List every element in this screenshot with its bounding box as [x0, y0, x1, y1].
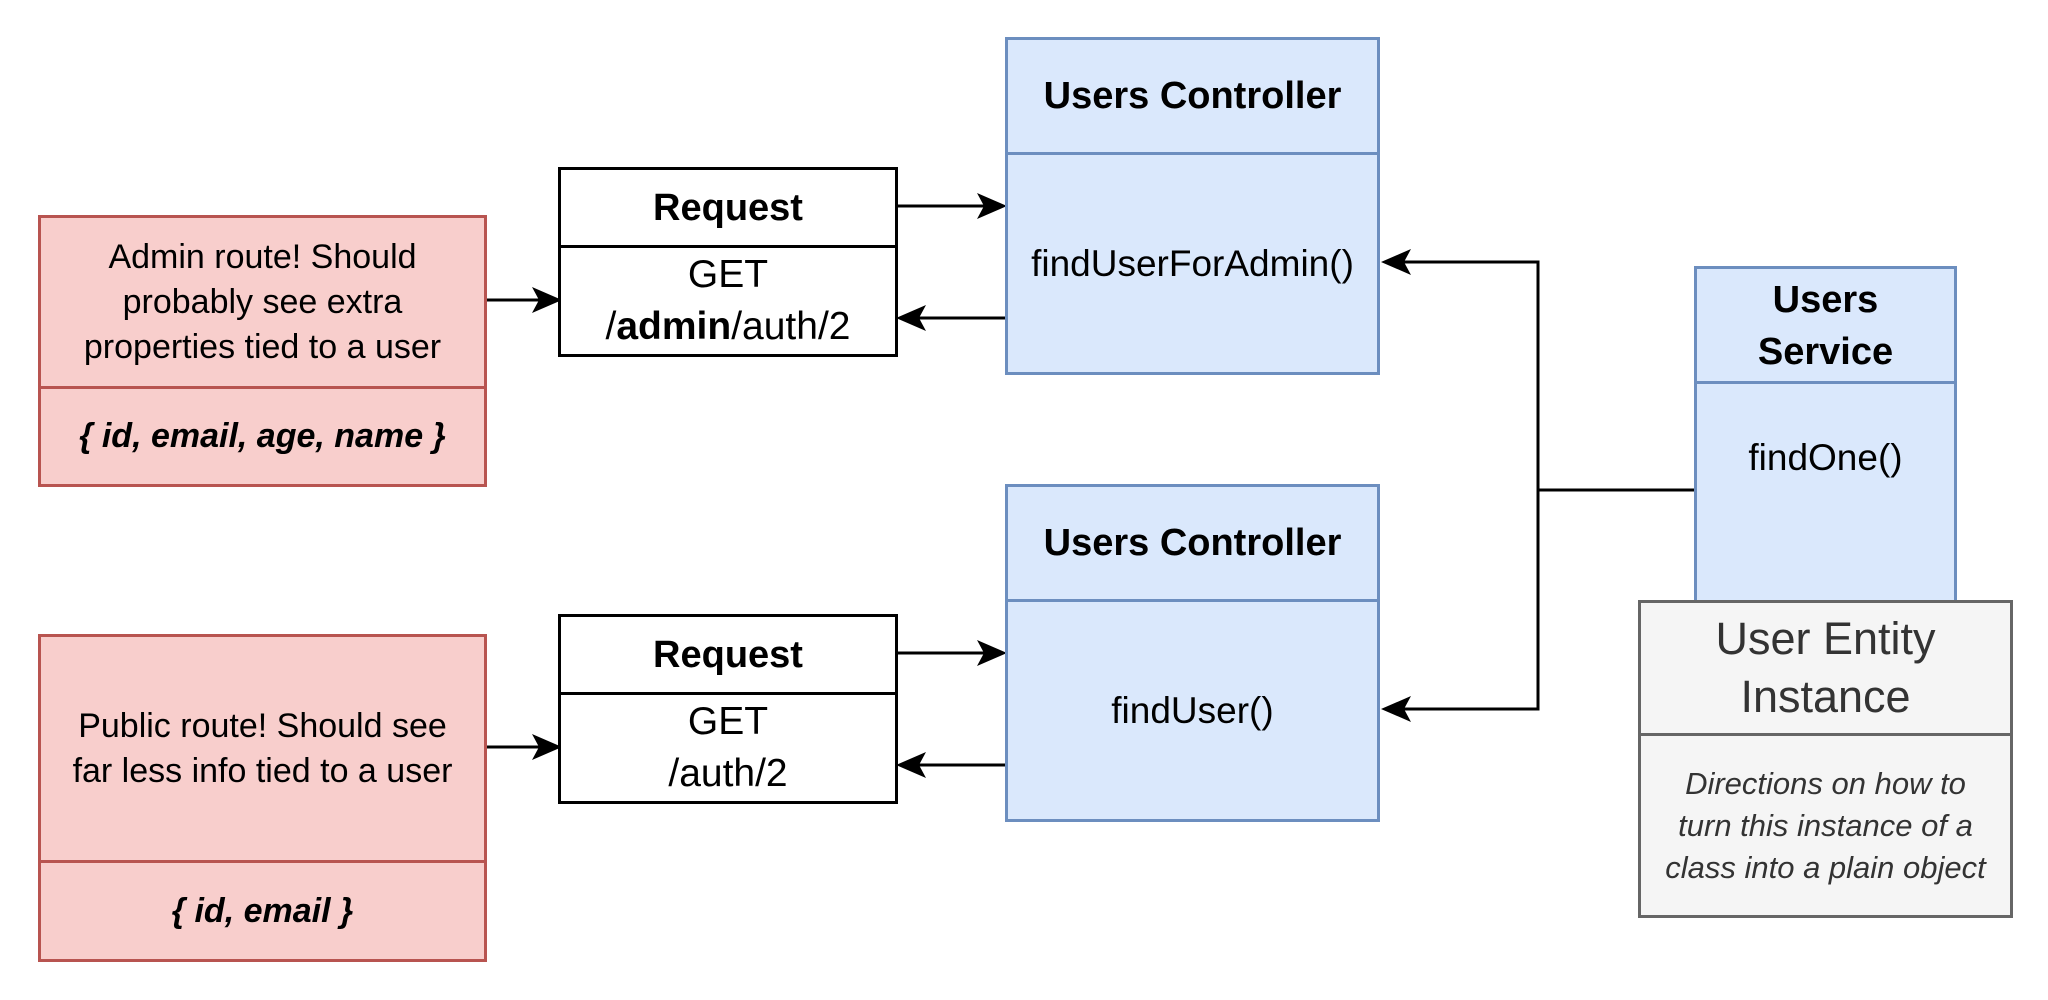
request-method: GET	[687, 253, 769, 296]
service-to-admin-controller-arrow	[1404, 260, 1540, 490]
controller-title: Users Controller	[1043, 522, 1342, 564]
admin-note-divider	[41, 386, 484, 389]
service-method: findOne()	[1748, 437, 1903, 478]
service-divider	[1697, 381, 1954, 384]
public-note-text: Public route! Should see far less info t…	[41, 637, 484, 861]
service-to-public-controller-arrow	[1404, 490, 1540, 711]
admin-note-text: Admin route! Should probably see extra p…	[41, 218, 484, 387]
note-line: properties tied to a user	[83, 328, 442, 366]
service-title: Users Service	[1757, 278, 1894, 373]
public-request-box: Request GET /auth/2	[558, 614, 898, 804]
request-method: GET	[687, 700, 769, 743]
arrowhead	[532, 287, 562, 313]
arrowhead	[896, 305, 926, 331]
entity-title: User Entity Instance	[1715, 613, 1936, 722]
request-path: /admin/auth/2	[605, 305, 851, 348]
public-route-note: Public route! Should see far less info t…	[38, 634, 487, 962]
admin-request-divider	[561, 245, 895, 248]
controller-title: Users Controller	[1043, 75, 1342, 117]
controller-method: findUser()	[1111, 689, 1274, 731]
controller-method: findUserForAdmin()	[1031, 242, 1354, 284]
arrowhead	[977, 193, 1007, 219]
controller-divider	[1008, 599, 1377, 602]
admin-request-title: Request	[653, 186, 803, 229]
users-service: Users Service findOne()	[1694, 266, 1957, 606]
public-request-body: GET /auth/2	[561, 695, 895, 801]
admin-users-controller: Users Controller findUserForAdmin()	[1005, 37, 1380, 375]
admin-request-box: Request GET /admin/auth/2	[558, 167, 898, 357]
arrowhead	[532, 734, 562, 760]
arrowhead	[1381, 696, 1411, 722]
entity-description: Directions on how to turn this instance …	[1665, 765, 1986, 885]
admin-request-body: GET /admin/auth/2	[561, 248, 895, 354]
note-line: far less info tied to a user	[72, 752, 453, 790]
admin-route-note: Admin route! Should probably see extra p…	[38, 215, 487, 487]
user-entity-instance: User Entity Instance Directions on how t…	[1638, 600, 2013, 918]
public-note-divider	[41, 860, 484, 863]
public-users-controller: Users Controller findUser()	[1005, 484, 1380, 822]
arrowhead	[1381, 249, 1411, 275]
note-line: Admin route! Should	[108, 238, 417, 276]
controller-divider	[1008, 152, 1377, 155]
admin-note-fields: { id, email, age, name }	[79, 417, 446, 455]
request-path: /auth/2	[668, 752, 788, 795]
note-line: probably see extra	[122, 283, 403, 321]
note-line: Public route! Should see	[78, 707, 447, 745]
arrowhead	[977, 640, 1007, 666]
public-note-fields: { id, email }	[171, 891, 354, 930]
public-request-title: Request	[653, 633, 803, 676]
public-request-divider	[561, 692, 895, 695]
arrowhead	[896, 752, 926, 778]
entity-divider	[1641, 733, 2010, 736]
